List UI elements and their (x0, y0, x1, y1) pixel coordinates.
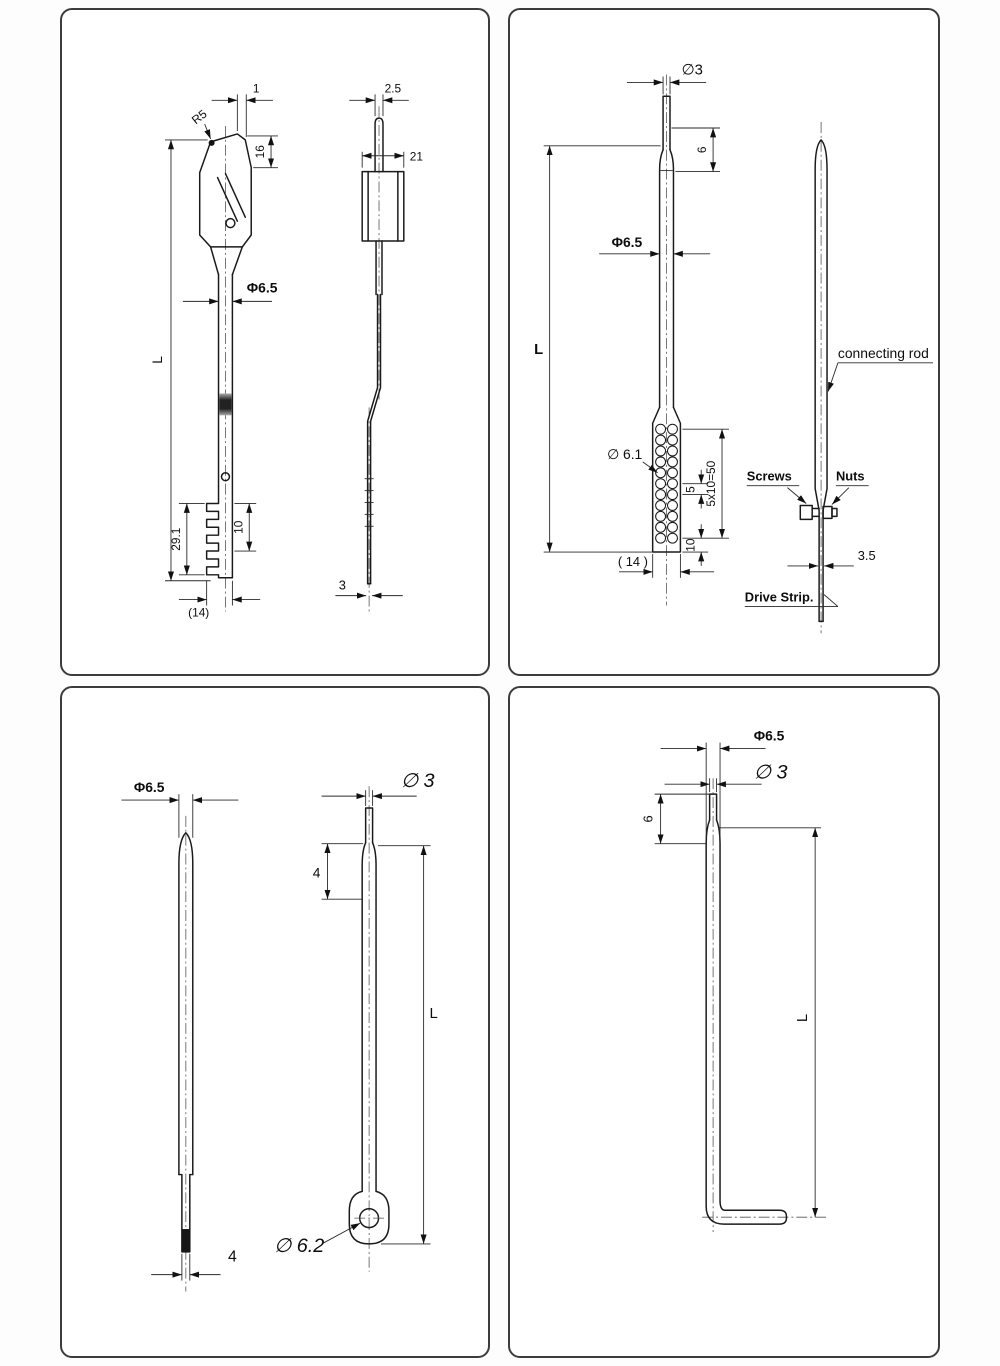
label-screws: Screws (747, 469, 792, 484)
dim-end-width: ( 14 ) (618, 554, 648, 569)
flat-foot-view-dimensions: Φ6.5 4 (121, 779, 239, 1281)
dim-foot-width: 4 (228, 1249, 237, 1266)
side-view-labels: connecting rod Screws Nuts 3.5 Drive Str… (745, 345, 934, 607)
screw-and-nut (799, 504, 838, 521)
dim-rod-diameter: Φ6.5 (612, 234, 643, 250)
label-nuts: Nuts (836, 469, 865, 484)
dim-length: L (534, 342, 543, 358)
dim-end-width: (14) (188, 605, 209, 619)
front-view-outline (198, 126, 252, 612)
dim-tip-width: 1 (253, 81, 260, 95)
foot-tip (181, 1229, 190, 1252)
dim-notch-span: 29.1 (169, 527, 183, 551)
knurl-ticks (364, 478, 374, 527)
connecting-rod-drawing: ∅3 6 Φ6.5 L ∅ 6.1 5 (534, 62, 934, 634)
perforation-holes (655, 423, 678, 544)
front-view-dimensions: ∅3 6 Φ6.5 L ∅ 6.1 5 (534, 62, 729, 578)
dim-head-height: 16 (253, 145, 267, 159)
dim-tail-width: 3 (339, 578, 346, 593)
shaded-band (219, 393, 232, 416)
dim-eye-diameter: ∅ 6.2 (274, 1235, 324, 1257)
dim-hole-pitch: 5 (683, 486, 697, 493)
pivot-dot (208, 139, 215, 146)
panel-connecting-rod: ∅3 6 Φ6.5 L ∅ 6.1 5 (508, 8, 940, 676)
dim-pin-width: 2.5 (385, 81, 402, 95)
dim-notch-pitch: 10 (231, 520, 245, 534)
dim-length: L (795, 1014, 811, 1022)
side-view-dimensions: 2.5 21 3 (335, 81, 424, 599)
eyelet-view-outline (348, 786, 390, 1272)
side-view-outline (361, 106, 405, 614)
flat-foot-view-outline (178, 815, 194, 1292)
eyelet-rod-drawing: Φ6.5 4 ∅ 3 (121, 770, 438, 1292)
dim-fillet-radius: R5 (189, 107, 210, 128)
dim-pin-diameter: ∅ 3 (401, 770, 435, 792)
dim-tip-length: 4 (313, 864, 321, 880)
dim-rod-diameter: Φ6.5 (754, 728, 785, 744)
dim-strip-thickness: 3.5 (858, 548, 876, 563)
label-drive-strip: Drive Strip. (745, 590, 814, 605)
panel-l-bend-rod: Φ6.5 ∅ 3 6 L (508, 686, 940, 1358)
panel-latch-rod: 1 R5 16 Φ6.5 L 10 (60, 8, 490, 676)
dim-rod-diameter: Φ6.5 (247, 279, 278, 295)
dim-rod-diameter: Φ6.5 (134, 779, 165, 795)
dim-pin-diameter: ∅ 3 (754, 761, 788, 783)
outline (702, 778, 830, 1233)
dim-hole-span: 5x10=50 (704, 460, 718, 506)
dim-pin-diameter: ∅3 (682, 62, 703, 78)
dimensions: Φ6.5 ∅ 3 6 L (641, 728, 822, 1218)
eyelet-view-dimensions: ∅ 3 4 ∅ 6.2 L (274, 770, 438, 1257)
dim-tip-length: 6 (641, 815, 656, 822)
label-connecting-rod: connecting rod (838, 345, 929, 361)
side-view-outline (799, 122, 838, 634)
dim-length: L (430, 1006, 438, 1022)
front-view-outline (651, 74, 682, 606)
latch-rod-drawing: 1 R5 16 Φ6.5 L 10 (149, 81, 424, 619)
dim-sleeve-width: 21 (410, 150, 424, 164)
front-view-dimensions: 1 R5 16 Φ6.5 L 10 (149, 81, 278, 619)
dim-end-margin: 10 (683, 538, 697, 552)
dim-tip-length: 6 (695, 146, 709, 153)
l-bend-rod-drawing: Φ6.5 ∅ 3 6 L (641, 728, 830, 1233)
dim-hole-diameter: ∅ 6.1 (607, 446, 642, 462)
dim-length: L (149, 356, 165, 364)
panel-eyelet-rod: Φ6.5 4 ∅ 3 (60, 686, 490, 1358)
